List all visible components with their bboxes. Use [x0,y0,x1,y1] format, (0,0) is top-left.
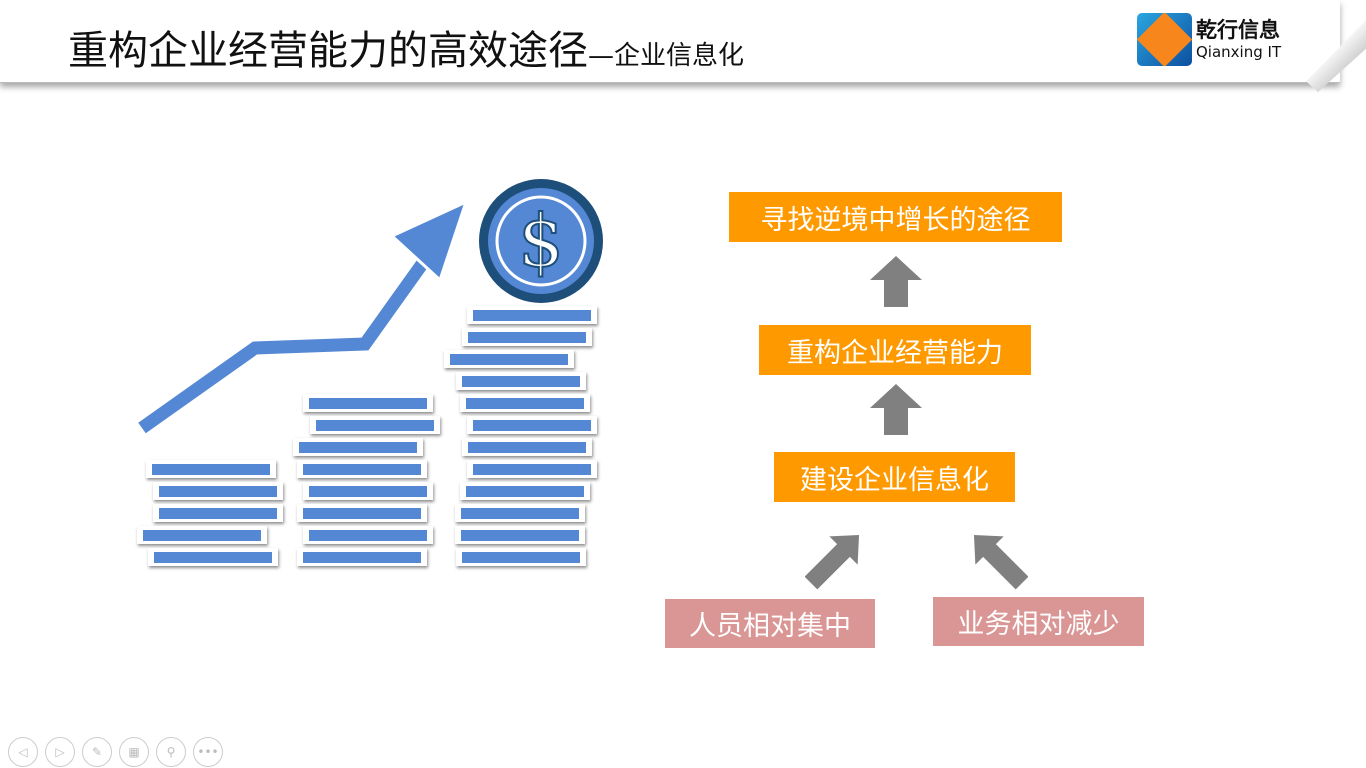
slide-title: 重构企业经营能力的高效途径—企业信息化 [68,18,744,76]
coin [146,460,276,478]
logo-icon [1137,13,1192,66]
slideshow-nav: ◁ ▷ ✎ ▦ ⚲ ••• [8,737,223,767]
prev-icon[interactable]: ◁ [8,737,38,767]
coin [153,482,283,500]
capability-box: 重构企业经营能力 [759,325,1031,375]
coin [462,438,592,456]
coin [467,416,597,434]
more-icon[interactable]: ••• [193,737,223,767]
slide-header: 重构企业经营能力的高效途径—企业信息化 [0,0,1340,83]
informatization-box: 建设企业信息化 [774,452,1015,502]
coin [297,504,427,522]
next-icon[interactable]: ▷ [45,737,75,767]
coin [455,526,585,544]
diagonal-arrow-icon [805,534,860,590]
coin [153,504,283,522]
coin [303,526,433,544]
coin [467,460,597,478]
slides-icon[interactable]: ▦ [119,737,149,767]
coin [297,548,427,566]
title-main: 重构企业经营能力的高效途径 [68,28,588,74]
dollar-coin-icon: $ [479,179,603,303]
growth-arrow-icon [136,199,469,437]
cause-box-staff: 人员相对集中 [665,599,875,648]
title-subtitle: —企业信息化 [588,41,745,71]
zoom-icon[interactable]: ⚲ [156,737,186,767]
coin [455,504,585,522]
coin [310,416,440,434]
logo-name-en: Qianxing IT [1196,43,1282,61]
logo-name-cn: 乾行信息 [1196,17,1280,42]
coin [467,306,597,324]
coin [137,526,267,544]
coin [460,482,590,500]
dollar-symbol: $ [518,199,564,283]
coin [462,328,592,346]
diagonal-arrow-icon [973,534,1028,590]
up-arrow-icon [870,384,922,435]
pen-icon[interactable]: ✎ [82,737,112,767]
coin [297,460,427,478]
cause-box-business: 业务相对减少 [933,597,1144,646]
coin [456,548,586,566]
coin [303,394,433,412]
up-arrow-icon [870,256,922,307]
coin [460,394,590,412]
coin [293,438,423,456]
coin [456,372,586,390]
goal-box: 寻找逆境中增长的途径 [729,192,1062,242]
coin [303,482,433,500]
coin [444,350,574,368]
coin [148,548,278,566]
